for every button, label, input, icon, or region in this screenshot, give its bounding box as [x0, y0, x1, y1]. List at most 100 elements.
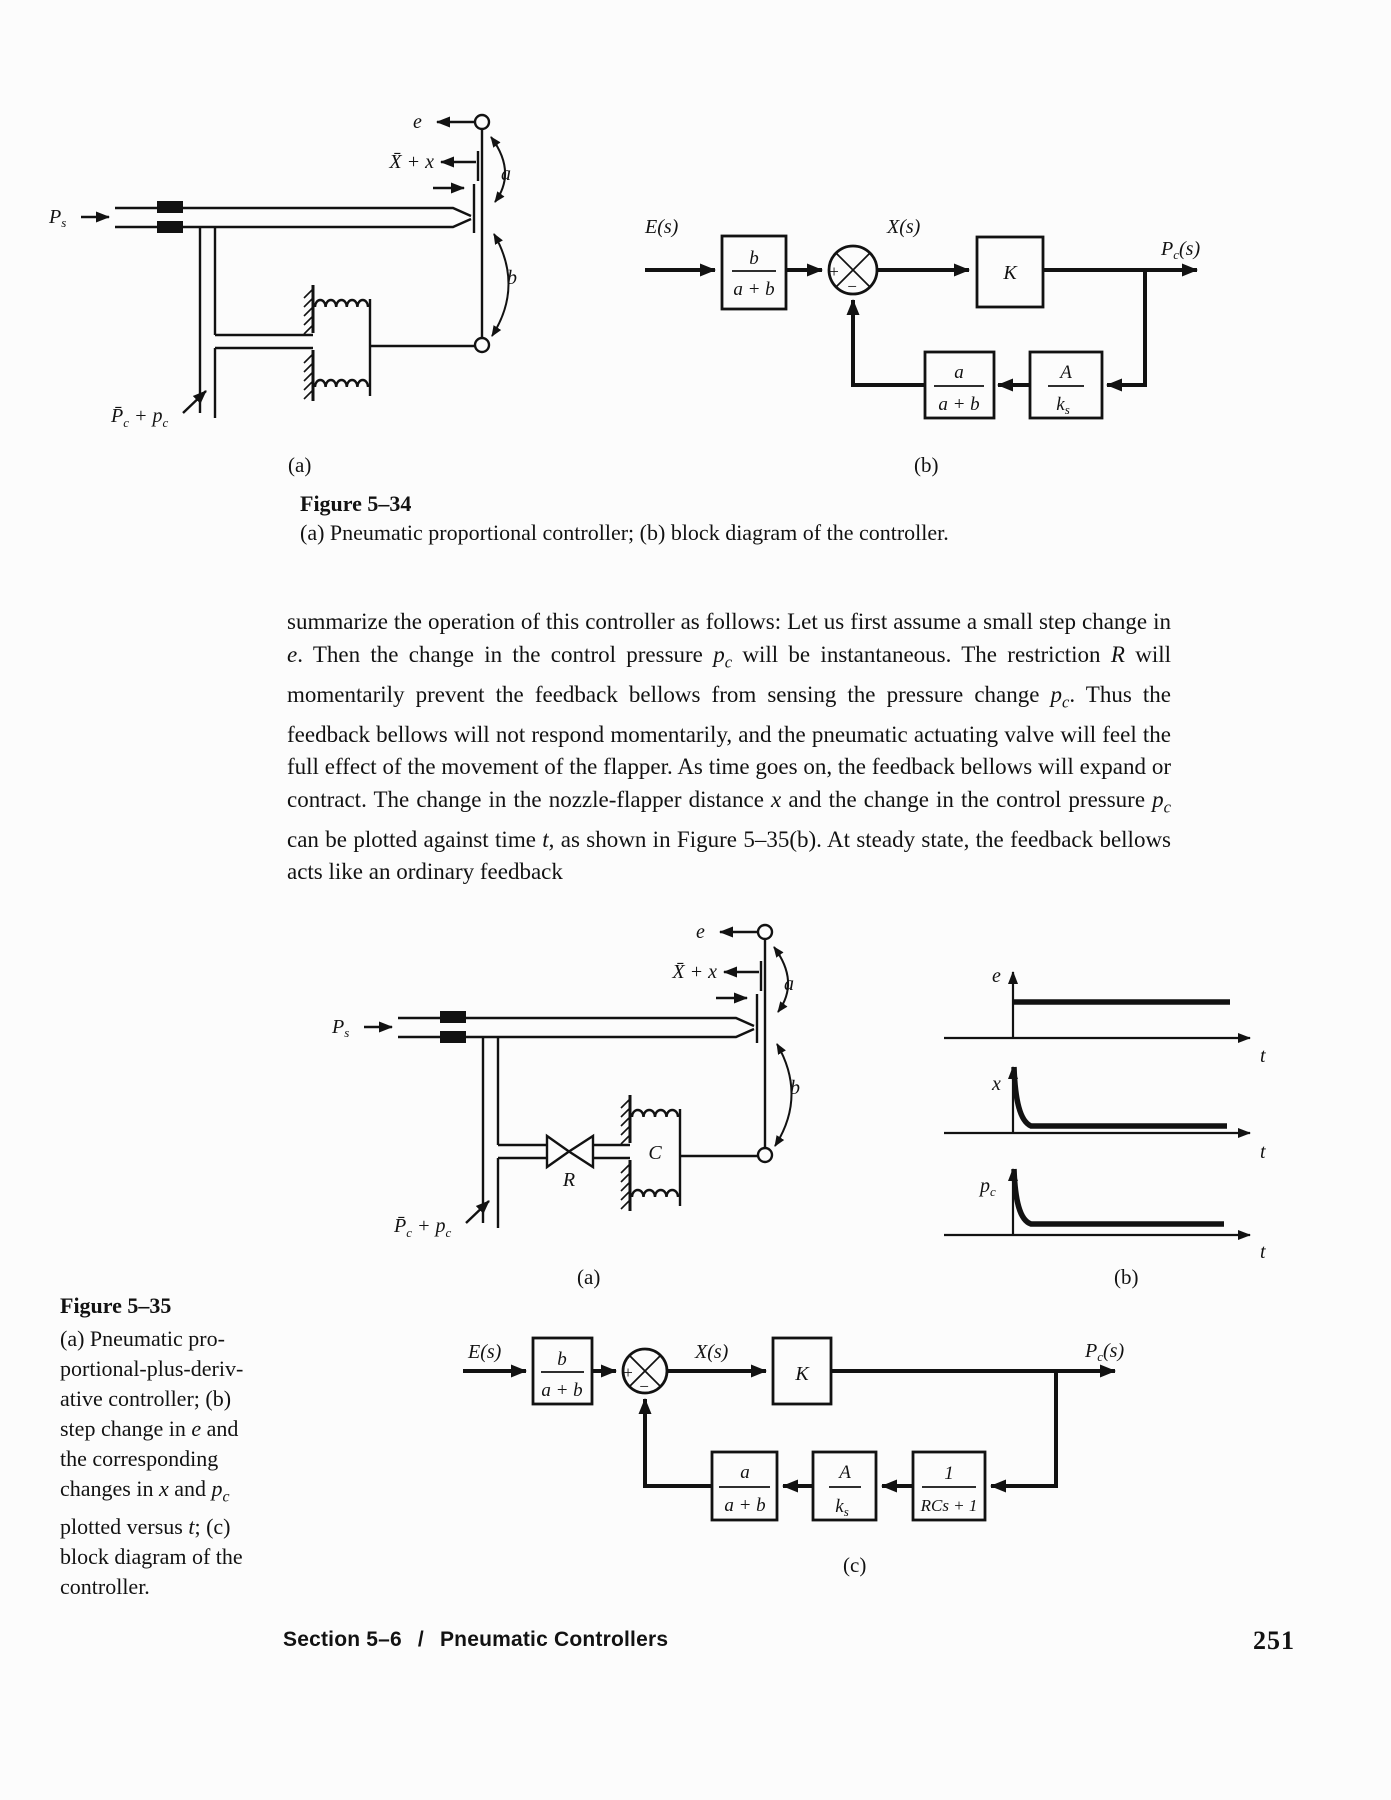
orifice-upper — [440, 1011, 466, 1023]
a-numerator: a — [740, 1462, 750, 1483]
block-A-over-ks — [811, 1450, 878, 1522]
a-plus-b-denominator: a + b — [724, 1495, 765, 1516]
pc-axis-label: pc — [978, 1175, 996, 1199]
control-pressure-label: P̄c + pc — [393, 1215, 452, 1240]
fig-5-35-caption-line: the corresponding — [60, 1446, 219, 1471]
fig-5-34-caption-title: Figure 5–34 — [300, 491, 412, 516]
fraction-bars — [732, 270, 1084, 387]
fig-5-35-caption-title: Figure 5–35 — [60, 1293, 172, 1318]
output-label: Pc(s) — [1084, 1340, 1124, 1364]
restriction-label: R — [562, 1169, 575, 1191]
page-number: 251 — [1253, 1626, 1295, 1655]
fig-5-34b-block-diagram: E(s) b a + b + − X(s) K Pc(s) A ks a a +… — [644, 216, 1200, 420]
nozzle-bottom-wall — [115, 217, 472, 229]
orifice-upper — [157, 201, 183, 213]
A-numerator: A — [837, 1462, 851, 1483]
fig-5-35-caption-line: step change in e and — [60, 1416, 239, 1441]
capacity-label: C — [648, 1142, 662, 1164]
feedback-branch — [1106, 270, 1147, 392]
summing-cross — [628, 1354, 662, 1388]
fig-5-34-caption-body: (a) Pneumatic proportional controller; (… — [300, 520, 949, 545]
wall-hatching — [303, 288, 314, 400]
block-gain-K — [771, 1336, 833, 1406]
flapper-displacement-label: X̄ + x — [388, 151, 434, 173]
ks-denominator: ks — [835, 1496, 849, 1519]
fig-5-35-caption-line: changes in x and pc — [60, 1476, 230, 1506]
flapper-signal-label: X(s) — [886, 216, 921, 238]
b-numerator: b — [557, 1349, 567, 1370]
supply-pressure-label: Ps — [48, 206, 66, 230]
rc-denominator: RCs + 1 — [920, 1496, 978, 1515]
a-numerator: a — [954, 362, 964, 383]
fig-5-35c-block-diagram: E(s) b a + b + − X(s) K Pc(s) 1 RCs + 1 … — [463, 1336, 1124, 1522]
arc-a — [773, 946, 790, 1013]
control-pressure-arrow — [465, 1200, 490, 1224]
gain-label: K — [794, 1363, 810, 1385]
arc-b — [774, 1043, 793, 1147]
pivot-bottom — [473, 336, 491, 354]
A-numerator: A — [1058, 362, 1072, 383]
distance-a-label: a — [501, 163, 511, 185]
fig-5-34a-schematic: e X̄ + x a b Ps P̄c + pc — [48, 111, 517, 430]
b-denominator: a + b — [541, 1380, 582, 1401]
block-1-over-RCs-plus-1 — [911, 1450, 987, 1522]
fig-5-35-caption-line: block diagram of the — [60, 1544, 243, 1570]
pc-decay-curve — [1011, 1168, 1224, 1227]
block-b-over-a-plus-b — [531, 1336, 594, 1406]
fig-5-35-caption: Figure 5–35 (a) Pneumatic pro- portional… — [60, 1292, 290, 1602]
a-plus-b-denominator: a + b — [938, 394, 979, 415]
footer-section: Section 5–6 — [283, 1628, 402, 1651]
spring-top — [630, 1108, 680, 1118]
gain-label: K — [1002, 262, 1018, 284]
block-a-over-a-plus-b — [710, 1450, 779, 1522]
footer-slash: / — [417, 1628, 424, 1651]
block-b-over-a-plus-b — [720, 234, 788, 311]
b-denominator: a + b — [733, 279, 774, 300]
rc-numerator: 1 — [944, 1463, 954, 1484]
pivot-bottom — [756, 1146, 774, 1164]
e-axis-label: e — [992, 965, 1001, 987]
fig-5-35b-plots: e t x t pc t — [944, 965, 1266, 1263]
error-signal-label: e — [413, 111, 422, 133]
fig-5-34-caption: Figure 5–34 (a) Pneumatic proportional c… — [300, 490, 949, 548]
wall-hatching — [620, 1098, 631, 1210]
x-axis-label: x — [991, 1073, 1001, 1095]
e-time-label: t — [1260, 1045, 1266, 1067]
fig-5-35-panel-b-label: (b) — [1114, 1265, 1139, 1289]
fraction-bars — [541, 1371, 976, 1488]
valve-right-triangle — [566, 1133, 595, 1170]
spring-top — [313, 298, 370, 308]
fig-5-35-caption-line: ative controller; (b) — [60, 1386, 232, 1411]
orifice-lower — [157, 221, 183, 233]
fig-5-35-caption-line: plotted versus t; (c) — [60, 1514, 231, 1540]
footer-running-head: Section 5–6/Pneumatic Controllers — [283, 1628, 668, 1652]
arc-a — [490, 136, 507, 203]
sum-plus-sign: + — [829, 262, 839, 281]
spring-bottom — [630, 1188, 680, 1198]
x-time-label: t — [1260, 1141, 1266, 1163]
nozzle-top-wall — [115, 206, 472, 218]
flapper-signal-label: X(s) — [694, 1341, 729, 1363]
fig-5-35-caption-line: (a) Pneumatic pro- — [60, 1326, 225, 1351]
block-A-over-ks — [1028, 350, 1104, 420]
fig-5-35-caption-line: controller. — [60, 1574, 150, 1600]
orifice-lower — [440, 1031, 466, 1043]
valve-left-triangle — [545, 1133, 572, 1170]
pivot-top — [756, 923, 774, 941]
distance-a-label: a — [784, 973, 794, 995]
input-label: E(s) — [467, 1341, 502, 1363]
sum-plus-sign: + — [623, 1363, 633, 1382]
sum-minus-sign: − — [847, 277, 857, 296]
nozzle-top-wall — [398, 1016, 755, 1028]
fig-5-34-panel-b-label: (b) — [914, 453, 939, 477]
ks-denominator: ks — [1056, 394, 1070, 417]
nozzle-bottom-wall — [398, 1027, 755, 1039]
distance-b-label: b — [507, 267, 517, 289]
control-pressure-arrow — [182, 390, 207, 414]
pivot-top — [473, 113, 491, 131]
distance-b-label: b — [790, 1077, 800, 1099]
b-numerator: b — [749, 248, 759, 269]
output-label: Pc(s) — [1160, 238, 1200, 262]
control-pressure-label: P̄c + pc — [110, 405, 169, 430]
